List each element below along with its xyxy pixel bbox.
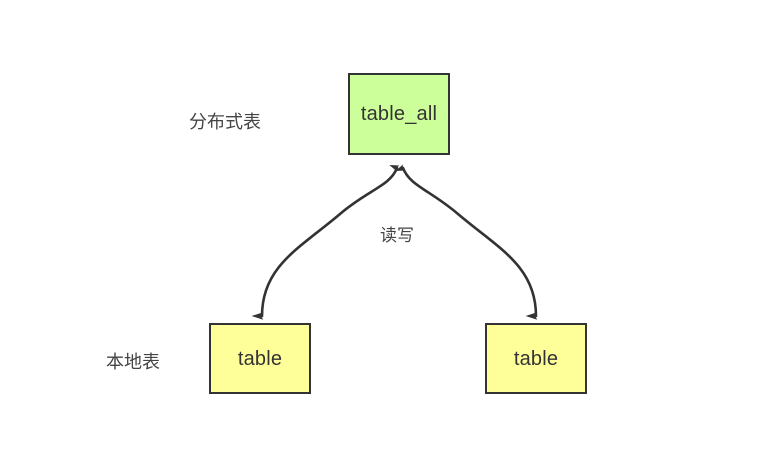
node-local-table-left[interactable]: table — [209, 323, 311, 394]
row-label-local-table: 本地表 — [106, 352, 160, 372]
node-local-table-right[interactable]: table — [485, 323, 587, 394]
node-table-all-label: table_all — [360, 103, 438, 125]
edge-table-all-to-left-table — [262, 168, 397, 316]
edge-label-read-write: 读写 — [377, 220, 417, 247]
node-table-all[interactable]: table_all — [348, 73, 450, 155]
row-label-distributed-table: 分布式表 — [189, 112, 261, 132]
edge-table-all-to-right-table — [403, 168, 538, 316]
node-local-table-left-label: table — [237, 347, 283, 370]
node-local-table-right-label: table — [513, 347, 559, 370]
